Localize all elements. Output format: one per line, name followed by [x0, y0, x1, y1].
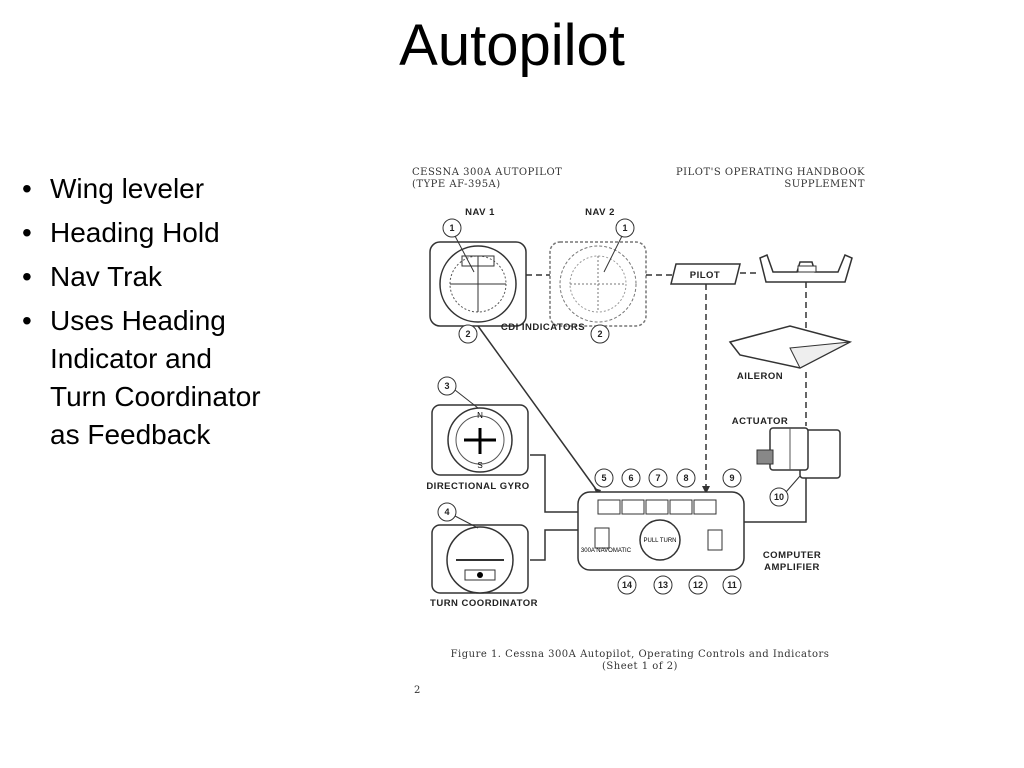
bullet-dot: • [22, 173, 32, 204]
bullet-text: Uses Heading Indicator and Turn Coordina… [50, 305, 261, 450]
aileron-surface [728, 325, 853, 369]
callout-7: 7 [648, 468, 668, 488]
header-left-1: CESSNA 300A AUTOPILOT [412, 167, 562, 178]
svg-text:4: 4 [444, 507, 449, 517]
callout-11: 11 [722, 575, 742, 595]
slide-title: Autopilot [399, 13, 625, 78]
svg-text:8: 8 [683, 473, 688, 483]
svg-text:S: S [477, 461, 482, 470]
svg-text:3: 3 [444, 381, 449, 391]
callout-6: 6 [621, 468, 641, 488]
nav2-cdi-indicator [549, 241, 647, 327]
svg-text:10: 10 [774, 492, 784, 502]
cdi-label: CDI INDICATORS [501, 322, 585, 333]
nav1-cdi-indicator [429, 241, 527, 327]
pull-turn-label: PULL TURN [643, 538, 676, 544]
turn-coordinator [431, 524, 529, 594]
bullet-item: • Uses Heading Indicator and Turn Coordin… [18, 302, 268, 454]
aileron-label: AILERON [737, 371, 783, 382]
computer-label-2: AMPLIFIER [764, 562, 820, 573]
control-yoke [759, 253, 853, 283]
callout-3: 3 [437, 376, 479, 409]
svg-text:6: 6 [628, 473, 633, 483]
caption-line-2: (Sheet 1 of 2) [602, 661, 678, 672]
callout-1a: 1 [442, 218, 475, 273]
callout-5: 5 [594, 468, 614, 488]
bullet-text: Heading Hold [50, 217, 220, 248]
svg-text:12: 12 [693, 580, 703, 590]
svg-text:N: N [477, 411, 483, 420]
bullet-list: • Wing leveler • Heading Hold • Nav Trak • U… [18, 170, 268, 460]
header-right-1: PILOT'S OPERATING HANDBOOK [676, 167, 865, 178]
svg-text:1: 1 [449, 223, 454, 233]
svg-text:13: 13 [658, 580, 668, 590]
callout-13: 13 [653, 575, 673, 595]
autopilot-diagram: CESSNA 300A AUTOPILOT (TYPE AF-395A) PIL… [412, 167, 865, 696]
nav2-label: NAV 2 [585, 207, 615, 218]
svg-text:7: 7 [655, 473, 660, 483]
bullet-dot: • [22, 217, 32, 248]
svg-text:2: 2 [597, 329, 602, 339]
svg-text:5: 5 [601, 473, 606, 483]
pilot-box [670, 263, 741, 285]
callout-14: 14 [617, 575, 637, 595]
svg-text:2: 2 [465, 329, 470, 339]
bullet-item: • Nav Trak [18, 258, 268, 296]
svg-text:9: 9 [729, 473, 734, 483]
callout-10: 10 [769, 475, 801, 507]
bullet-text: Nav Trak [50, 261, 163, 292]
callout-12: 12 [688, 575, 708, 595]
callout-4: 4 [437, 502, 479, 529]
caption-line-1: Figure 1. Cessna 300A Autopilot, Operati… [451, 649, 830, 660]
bullet-text: Wing leveler [50, 173, 205, 204]
computer-amplifier [577, 491, 745, 571]
header-right-2: SUPPLEMENT [784, 179, 865, 190]
dg-label: DIRECTIONAL GYRO [426, 481, 529, 492]
bullet-dot: • [22, 261, 32, 292]
callout-2a: 2 [458, 324, 478, 344]
bullet-item: • Heading Hold [18, 214, 268, 252]
page-number: 2 [414, 685, 421, 696]
pilot-label: PILOT [690, 270, 720, 281]
computer-label-1: COMPUTER [763, 550, 821, 561]
nav1-label: NAV 1 [465, 207, 495, 218]
actuator-unit [756, 427, 841, 479]
header-left-2: (TYPE AF-395A) [412, 179, 501, 190]
directional-gyro: N S [431, 404, 529, 476]
navomatic-label: 300A NAVOMATIC [581, 548, 632, 554]
callout-9: 9 [722, 468, 742, 488]
autopilot-figure: CESSNA 300A AUTOPILOT (TYPE AF-395A) PIL… [280, 130, 900, 760]
svg-text:14: 14 [622, 580, 632, 590]
callout-1b: 1 [603, 218, 635, 273]
svg-text:1: 1 [622, 223, 627, 233]
bullet-dot: • [22, 305, 32, 336]
callout-8: 8 [676, 468, 696, 488]
svg-text:11: 11 [727, 580, 737, 590]
tc-label: TURN COORDINATOR [430, 598, 538, 609]
bullet-item: • Wing leveler [18, 170, 268, 208]
actuator-label: ACTUATOR [732, 416, 788, 427]
callout-2b: 2 [590, 324, 610, 344]
